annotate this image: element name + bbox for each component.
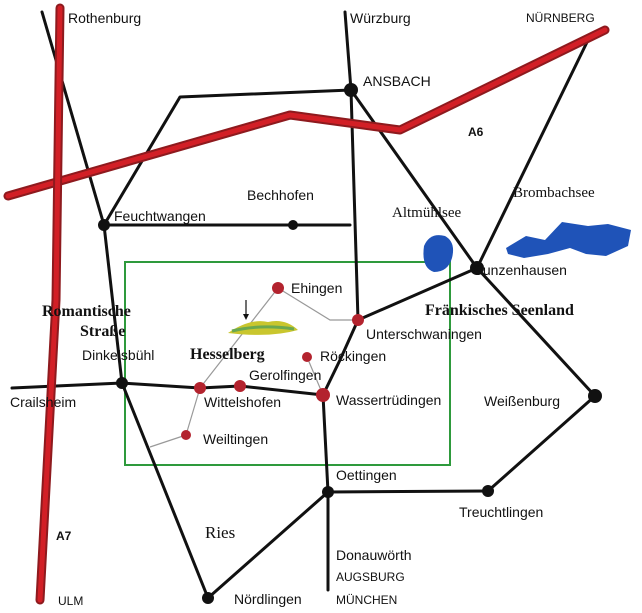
ulm-label: ULM [58, 594, 84, 608]
noerdlingen-label: Nördlingen [234, 591, 302, 607]
ansbach-label: ANSBACH [363, 73, 431, 89]
wuerzburg-label: Würzburg [350, 10, 411, 26]
weissenburg-marker [588, 389, 602, 403]
hesselberg-region-border [124, 261, 451, 466]
treuchtlingen-marker [482, 485, 494, 497]
unterschwaningen-label: Unterschwaningen [366, 326, 482, 342]
altmuehlsee-label: Altmühlsee [392, 205, 462, 221]
hesselberg-mountain-logo-icon [228, 300, 298, 335]
road-gunzenhausen-weissenburg [475, 266, 597, 398]
fraenkisches-seenland-label: Fränkisches Seenland [425, 302, 574, 319]
noerdlingen-marker [202, 592, 214, 604]
gunzenhausen-label: Gunzenhausen [472, 262, 567, 278]
road-ansbach-gunzenhausen [349, 88, 479, 270]
road-gunzenhausen-unterschwaningen [356, 266, 479, 322]
roeckingen-marker [302, 352, 312, 362]
road-wuerzburg-ansbach [343, 10, 353, 92]
a6-motorway-label: A6 [468, 125, 484, 139]
local-place-markers [181, 282, 364, 440]
road-ansbach-wassertruedingen [321, 88, 360, 397]
feuchtwangen-label: Feuchtwangen [114, 208, 206, 224]
unterschwaningen-marker [352, 314, 364, 326]
roeckingen-label: Röckingen [320, 348, 387, 364]
road-wassertruedingen-oettingen [321, 393, 330, 494]
muenchen-label: MÜNCHEN [336, 593, 398, 607]
crailsheim-label: Crailsheim [10, 394, 77, 410]
weissenburg-label: Weißenburg [484, 393, 561, 409]
road-weissenburg-treuchtlingen [486, 394, 597, 493]
gerolfingen-marker [234, 380, 246, 392]
oettingen-label: Oettingen [336, 467, 397, 483]
road-ansbach-feuchtwangen [102, 88, 353, 227]
feuchtwangen-marker [98, 219, 110, 231]
motorways [3, 3, 610, 605]
wittelshofen-marker [194, 382, 206, 394]
bechhofen-label: Bechhofen [247, 187, 314, 203]
weiltingen-label: Weiltingen [203, 431, 269, 447]
gunzenhausen-marker [470, 261, 484, 275]
romantische-strasse-label-1: Romantische [42, 303, 131, 320]
bechhofen-marker [288, 220, 298, 230]
romantische-strasse-label-2: Straße [80, 323, 126, 340]
ansbach-marker [344, 83, 358, 97]
ries-label: Ries [205, 523, 236, 542]
donauwoerth-label: Donauwörth [336, 547, 412, 563]
rothenburg-label: Rothenburg [68, 10, 142, 26]
road-oettingen-treuchtlingen [326, 489, 490, 494]
augsburg-label: AUGSBURG [336, 570, 405, 584]
treuchtlingen-label: Treuchtlingen [459, 504, 544, 520]
weiltingen-marker [181, 430, 191, 440]
wassertruedingen-marker [316, 388, 330, 402]
brombachsee-lake [506, 222, 631, 258]
road-nuernberg-gunzenhausen [475, 34, 592, 270]
nuernberg-label: NÜRNBERG [526, 11, 595, 25]
dinkelsbuehl-label: Dinkelsbühl [82, 347, 155, 363]
a7-motorway-label: A7 [56, 529, 72, 543]
wassertruedingen-label: Wassertrüdingen [336, 392, 442, 408]
brombachsee-label: Brombachsee [513, 185, 595, 201]
gerolfingen-label: Gerolfingen [249, 367, 322, 383]
wittelshofen-label: Wittelshofen [204, 394, 282, 410]
dinkelsbuehl-marker [116, 377, 128, 389]
road-dinkelsbuehl-noerdlingen [120, 381, 210, 600]
town-markers [98, 83, 602, 604]
ehingen-marker [272, 282, 284, 294]
hesselberg-region-label: Hesselberg [190, 346, 265, 363]
road-noerdlingen-oettingen [206, 490, 330, 600]
ehingen-label: Ehingen [291, 280, 343, 296]
oettingen-marker [322, 486, 334, 498]
altmuehlsee-lake [423, 235, 454, 272]
